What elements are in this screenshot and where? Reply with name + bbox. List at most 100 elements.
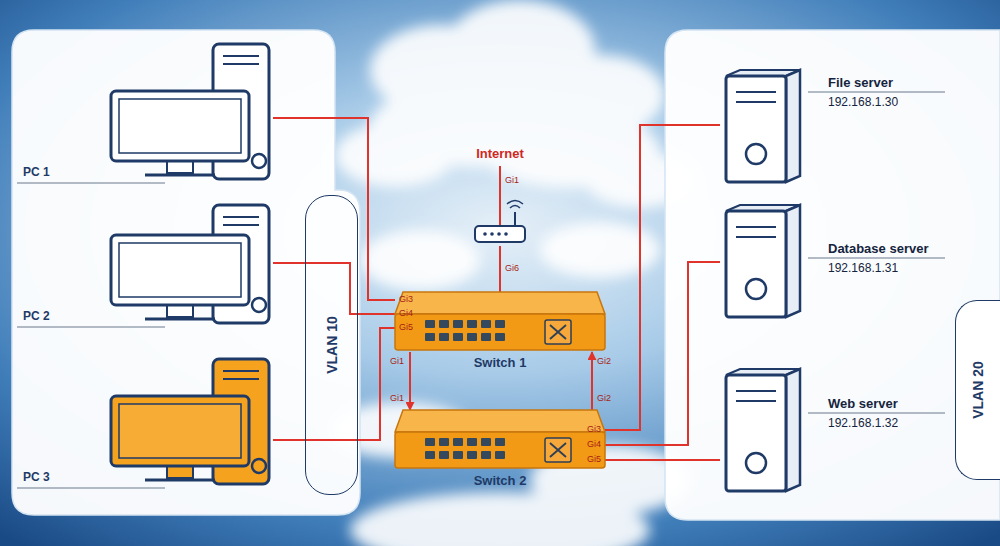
switch-port: [467, 451, 477, 459]
leader-line: [17, 487, 165, 488]
port-label: Gi1: [390, 394, 404, 404]
switch-port: [495, 320, 505, 328]
pc-icon: [15, 203, 273, 331]
server-side: [786, 205, 800, 317]
switch-port: [425, 451, 435, 459]
drive-slot: [736, 390, 776, 392]
drive-slot: [223, 370, 259, 372]
pc-node: PC 3: [15, 357, 273, 492]
switch-icon: [395, 410, 605, 470]
drive-slot: [223, 224, 259, 226]
wifi-waves: [507, 201, 523, 209]
network-link: [499, 246, 501, 292]
network-link: [273, 263, 395, 314]
switch-port: [481, 333, 491, 341]
leader-line: [808, 412, 945, 413]
network-link: [605, 459, 720, 461]
monitor: [111, 235, 249, 305]
pc-node: PC 1: [15, 42, 273, 187]
drive-slot: [223, 55, 259, 57]
switch-port: [481, 438, 491, 446]
router-led: [483, 232, 487, 236]
switch-port: [495, 438, 505, 446]
server-icon: [720, 367, 950, 497]
power-button: [252, 459, 266, 473]
cloud: [350, 492, 650, 546]
port-label: Gi4: [399, 309, 413, 319]
switch-port: [425, 333, 435, 341]
switch-port: [439, 320, 449, 328]
switch-top: [395, 292, 605, 314]
monitor-screen: [119, 404, 241, 458]
port-label: Gi3: [399, 295, 413, 305]
vlan-band: VLAN 10: [305, 195, 358, 495]
drive-slot: [736, 101, 776, 103]
server-name: Web server: [828, 396, 898, 412]
switch-node: Switch 2: [395, 410, 605, 470]
server-side: [786, 369, 800, 491]
drive-slot: [736, 400, 776, 402]
switch-port: [467, 320, 477, 328]
pc-icon: [15, 357, 273, 492]
drive-slot: [223, 216, 259, 218]
right-panel: [665, 30, 1000, 520]
server-name: File server: [828, 75, 893, 91]
router-led: [497, 232, 501, 236]
switch-top: [395, 410, 605, 432]
vlan-label: VLAN 10: [323, 316, 340, 374]
switch-icon-arrows: [550, 443, 566, 457]
switch-port: [453, 451, 463, 459]
switch-port: [425, 438, 435, 446]
switch-node: Switch 1: [395, 292, 605, 352]
port-label: Gi1: [505, 176, 519, 186]
drive-slot: [736, 236, 776, 238]
pc-label: PC 3: [23, 470, 50, 484]
left-panel: [12, 30, 360, 515]
port-label: Gi3: [587, 425, 601, 435]
switch-port: [439, 451, 449, 459]
server-node: Database server192.168.1.31: [720, 203, 950, 323]
pc-icon: [15, 42, 273, 187]
cloud: [540, 222, 660, 278]
monitor-base: [145, 479, 215, 482]
pc-label: PC 2: [23, 309, 50, 323]
drive-slot: [736, 91, 776, 93]
pc-node: PC 2: [15, 203, 273, 331]
network-link: [605, 262, 720, 445]
monitor-base: [145, 174, 215, 177]
server-name: Database server: [828, 241, 928, 257]
power-button: [746, 144, 766, 164]
switch-port: [467, 333, 477, 341]
router-node: Internet: [465, 146, 535, 246]
arrow-link: [591, 352, 593, 410]
port-label: Gi5: [399, 323, 413, 333]
switch-port: [481, 451, 491, 459]
switch-port: [467, 438, 477, 446]
ip-address: 192.168.1.32: [828, 416, 898, 430]
monitor: [111, 396, 249, 466]
monitor-stand: [167, 305, 193, 317]
power-button: [252, 298, 266, 312]
switch-port: [495, 451, 505, 459]
pc-label: PC 1: [23, 165, 50, 179]
switch-port: [481, 320, 491, 328]
drive-slot: [223, 63, 259, 65]
router-led: [504, 232, 508, 236]
server-node: Web server 192.168.1.32: [720, 367, 950, 497]
vlan-label: VLAN 20: [970, 361, 987, 419]
power-button: [746, 453, 766, 473]
switch-icon-arrows: [550, 325, 566, 339]
drive-slot: [223, 378, 259, 380]
switch-port: [425, 320, 435, 328]
switch-label: Switch 1: [474, 355, 527, 371]
server-side: [786, 70, 800, 182]
switch-icon: [545, 320, 571, 344]
port-label: Gi2: [597, 394, 611, 404]
power-button: [746, 279, 766, 299]
port-label: Gi6: [505, 264, 519, 274]
port-label: Gi2: [597, 357, 611, 367]
server-front: [726, 375, 786, 491]
monitor-screen: [119, 99, 241, 153]
